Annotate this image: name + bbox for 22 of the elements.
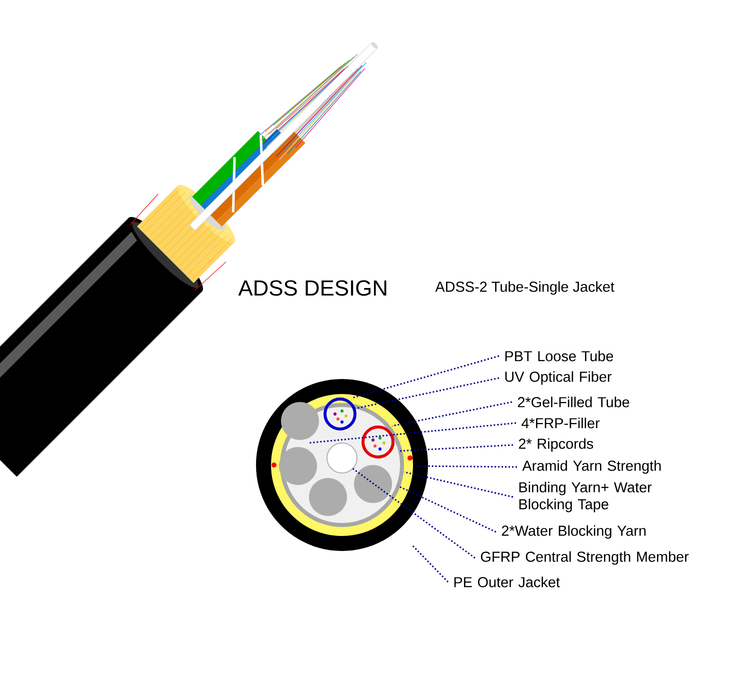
part-label: 4*FRP-Filler <box>522 418 600 428</box>
part-label: PE Outer Jacket <box>454 576 560 588</box>
leader-line <box>352 355 500 399</box>
part-label: PBT Loose Tube <box>505 350 614 362</box>
subtitle: ADSS-2 Tube-Single Jacket <box>435 281 614 295</box>
part-label: UV Optical Fiber <box>505 371 612 385</box>
leader-line <box>392 401 512 427</box>
part-label: 2* Ripcords <box>518 438 594 452</box>
part-label: Aramid Yarn Strength <box>522 460 661 474</box>
part-label: GFRP Central Strength Member <box>480 551 689 565</box>
leader-line <box>404 471 514 498</box>
leader-line <box>411 544 449 582</box>
leader-line <box>308 422 516 444</box>
leader-line <box>398 485 496 533</box>
part-label: 2*Water Blocking Yarn <box>502 525 646 539</box>
part-label: Binding Yarn+ Water Blocking Tape <box>519 482 652 512</box>
leader-line <box>352 377 500 410</box>
part-label: 2*Gel-Filled Tube <box>518 396 630 408</box>
leader-line <box>416 465 518 468</box>
leader-line <box>400 444 514 452</box>
title: ADSS DESIGN <box>238 280 386 296</box>
leader-line <box>352 467 476 559</box>
